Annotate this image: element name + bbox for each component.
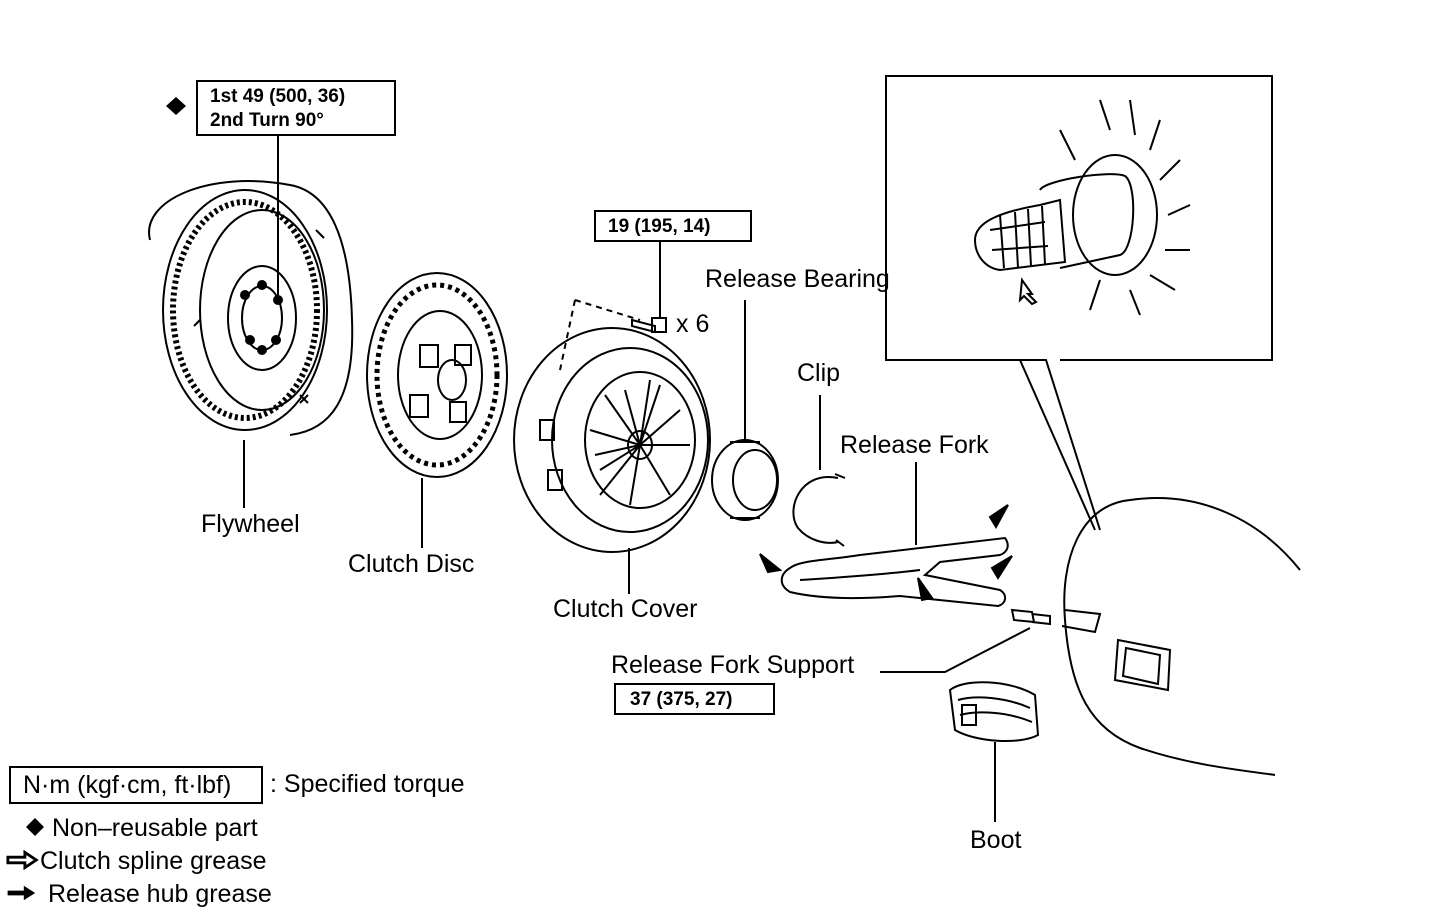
solid-arrow-icon [7, 885, 36, 901]
flywheel-torque-line1: 1st 49 (500, 36) [210, 86, 346, 107]
flywheel-drawing [148, 180, 354, 508]
clutch-disc-label: Clutch Disc [348, 550, 475, 578]
clip-label: Clip [797, 359, 841, 387]
release-fork-label: Release Fork [840, 431, 989, 459]
flywheel-torque-box: 1st 49 (500, 36) 2nd Turn 90° [196, 80, 396, 136]
fork-support-torque-box: 37 (375, 27) [614, 683, 775, 715]
release-bearing-label: Release Bearing [705, 265, 890, 293]
clutch-cover-drawing [513, 299, 711, 594]
inset-detail-drawing [885, 75, 1273, 531]
legend-non-reusable: Non–reusable part [18, 816, 258, 841]
release-bearing-drawing [711, 300, 779, 521]
bolt-count-label: x 6 [676, 310, 710, 338]
flywheel-torque-line2: 2nd Turn 90° [210, 110, 324, 131]
legend-hub-grease-text: Release hub grease [48, 880, 272, 908]
clutch-cover-label: Clutch Cover [553, 595, 698, 623]
legend-spline-grease: Clutch spline grease [6, 849, 267, 874]
flywheel-label: Flywheel [201, 510, 300, 538]
legend-non-reusable-text: Non–reusable part [52, 814, 258, 842]
cover-bolt-torque-box: 19 (195, 14) [594, 210, 752, 242]
cover-bolt-drawing [631, 240, 667, 334]
non-reusable-diamond-icon [166, 97, 186, 115]
legend-hub-grease: Release hub grease [6, 882, 272, 907]
legend-torque-units: N·m (kgf·cm, ft·lbf) [23, 771, 232, 799]
legend-torque-desc: : Specified torque [270, 770, 465, 798]
fork-support-drawing [880, 608, 1051, 673]
clutch-disc-drawing [366, 272, 508, 548]
diamond-icon [26, 818, 44, 836]
release-fork-drawing [780, 462, 1009, 608]
cover-bolt-torque-text: 19 (195, 14) [608, 216, 711, 237]
legend-torque-box: N·m (kgf·cm, ft·lbf) [9, 766, 263, 804]
boot-drawing [948, 681, 1040, 822]
grease-arrows [759, 504, 1013, 602]
legend-spline-grease-text: Clutch spline grease [40, 847, 267, 875]
open-arrow-icon [6, 849, 39, 871]
transmission-housing-drawing [1061, 497, 1301, 776]
clip-drawing [792, 395, 846, 547]
boot-label: Boot [970, 826, 1022, 854]
fork-support-torque-text: 37 (375, 27) [630, 689, 733, 710]
release-fork-support-label: Release Fork Support [611, 651, 855, 679]
